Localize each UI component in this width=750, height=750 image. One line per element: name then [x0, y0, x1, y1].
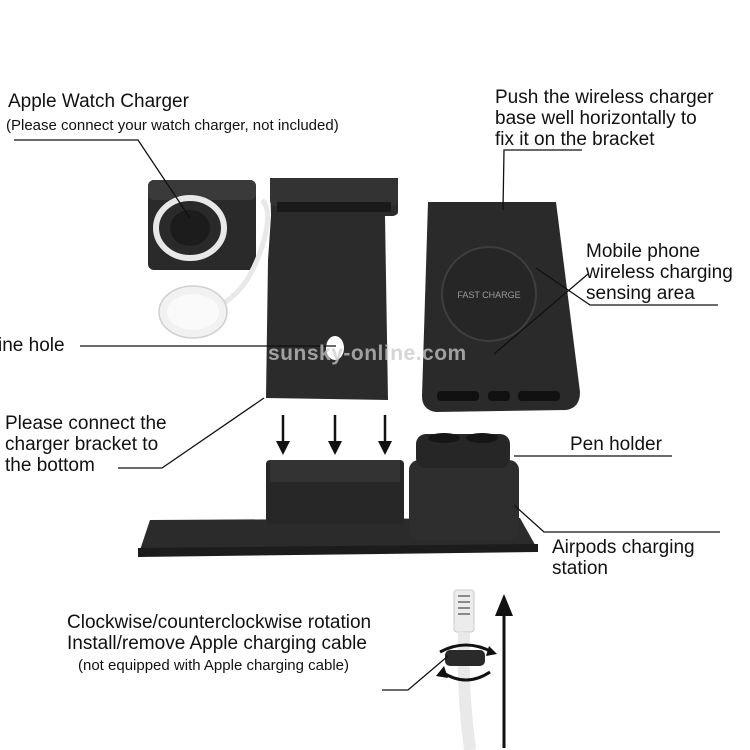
charging-circle	[441, 246, 537, 342]
wireless-charger-pad: FAST CHARGE	[422, 202, 580, 412]
push-charger-line1: Push the wireless charger	[495, 87, 714, 108]
upright-bracket	[266, 178, 398, 400]
pen-holder-label: Pen holder	[570, 434, 662, 455]
push-charger-line3: fix it on the bracket	[495, 129, 655, 150]
watch-charger-title: Apple Watch Charger	[8, 91, 189, 112]
watch-charger-note: (Please connect your watch charger, not …	[6, 117, 339, 134]
watch-charger-block	[148, 180, 256, 270]
cable-hole	[326, 336, 344, 360]
fast-charge-text: FAST CHARGE	[457, 290, 520, 300]
airpods-line2: station	[552, 558, 608, 579]
push-charger-line2: base well horizontally to	[495, 108, 697, 129]
sensing-area-line2: wireless charging	[586, 262, 733, 283]
connect-bracket-line2: charger bracket to	[5, 434, 159, 455]
watch-puck	[158, 198, 270, 339]
rotation-line1: Clockwise/counterclockwise rotation	[67, 612, 372, 633]
airpods-line1: Airpods charging	[552, 537, 695, 558]
charging-cable	[436, 589, 497, 750]
sensing-area-line3: sensing area	[586, 283, 695, 304]
rotation-note: (not equipped with Apple charging cable)	[78, 657, 350, 674]
rotation-line2: Install/remove Apple charging cable	[67, 633, 367, 654]
connect-bracket-line1: Please connect the	[5, 413, 167, 434]
down-arrows	[276, 415, 392, 455]
connect-bracket-line3: the bottom	[5, 455, 95, 476]
line-hole-label: ine hole	[0, 335, 65, 356]
up-arrow	[495, 594, 513, 748]
base-plate	[138, 460, 538, 557]
watch-charger-ring	[153, 195, 227, 261]
airpods-station	[409, 433, 519, 540]
sensing-area-line1: Mobile phone	[586, 241, 701, 262]
leader-lines	[14, 139, 720, 691]
watermark: sunsky-online.com	[268, 342, 467, 365]
